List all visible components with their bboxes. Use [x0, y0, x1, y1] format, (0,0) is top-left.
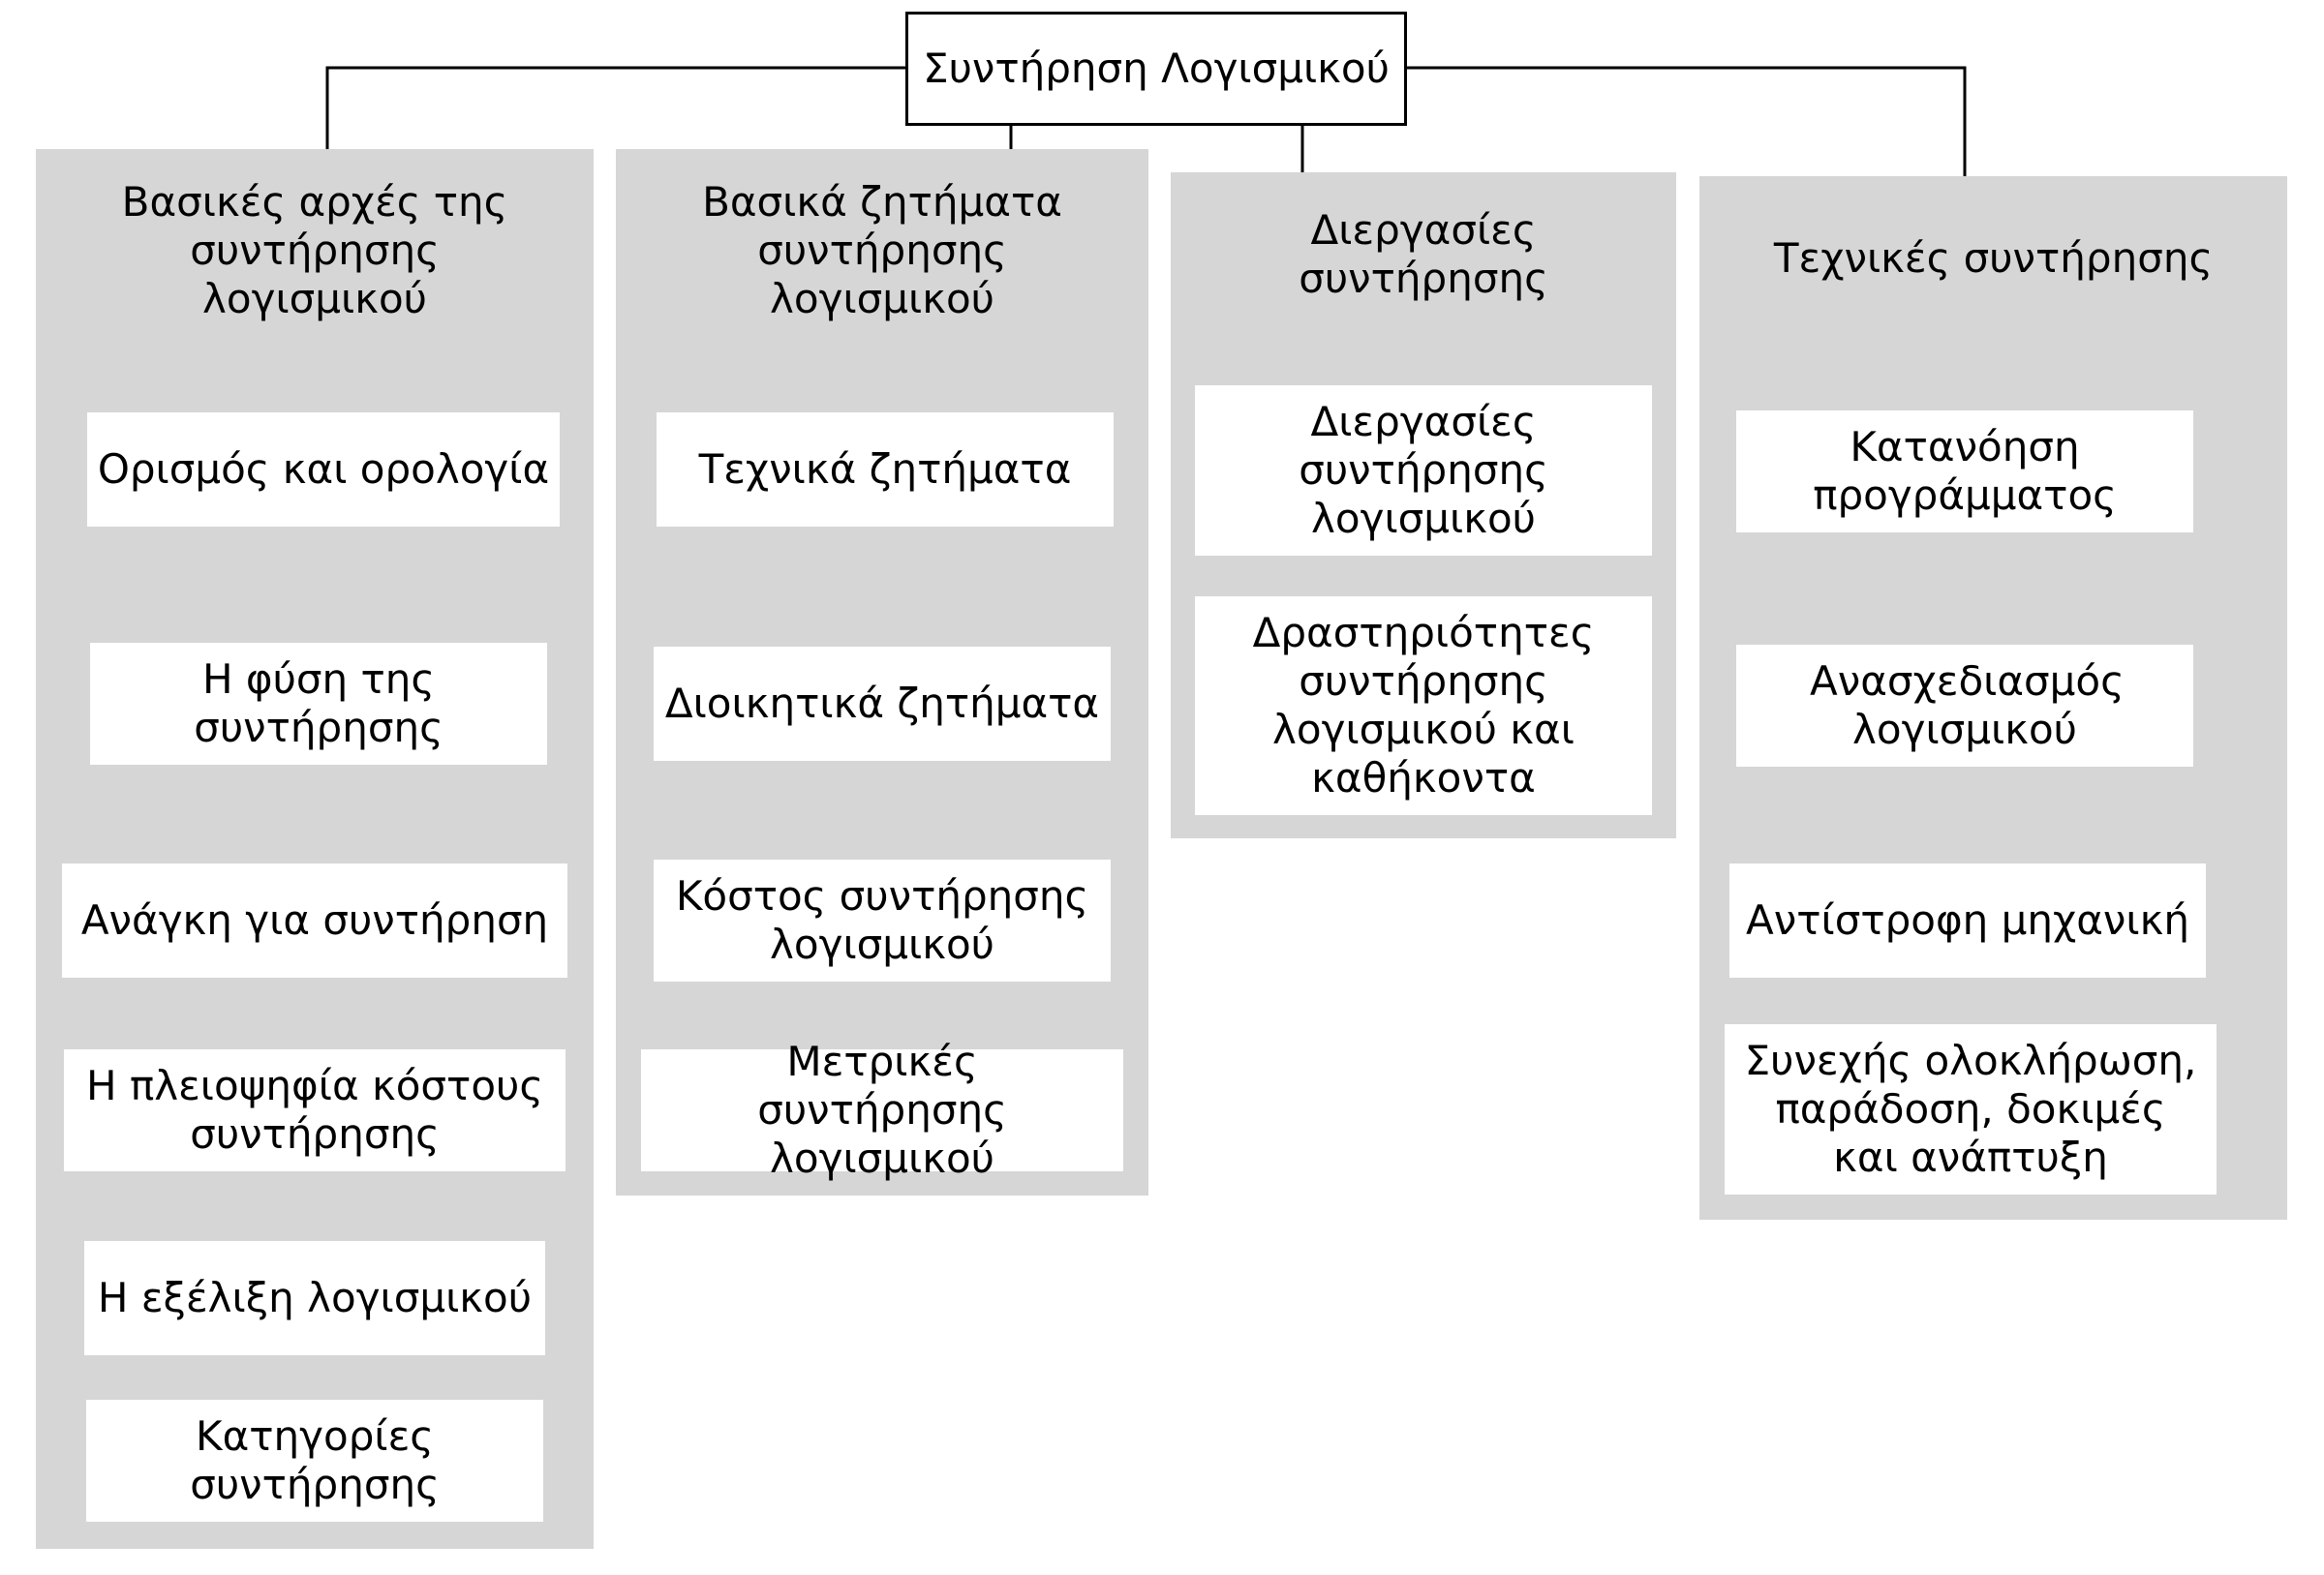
list-item: Κατηγορίες συντήρησης [86, 1400, 543, 1522]
list-item: Κόστος συντήρησης λογισμικού [654, 860, 1111, 982]
list-item: Ορισμός και ορολογία [87, 412, 560, 527]
list-item: Ανάγκη για συντήρηση [62, 863, 567, 978]
root-node: Συντήρηση Λογισμικού [905, 12, 1407, 126]
list-item: Κατανόηση προγράμματος [1736, 410, 2193, 532]
list-item: Συνεχής ολοκλήρωση, παράδοση, δοκιμές κα… [1725, 1024, 2217, 1195]
column-basic-issues: Βασικά ζητήματα συντήρησης λογισμικού Τε… [616, 149, 1148, 1196]
list-item: Δραστηριότητες συντήρησης λογισμικού και… [1195, 596, 1652, 815]
connector-root-col4 [1406, 66, 1967, 201]
column-title: Βασικά ζητήματα συντήρησης λογισμικού [702, 178, 1062, 322]
connector-root-col1 [325, 66, 906, 176]
column-maintenance-processes: Διεργασίες συντήρησης Διεργασίες συντήρη… [1171, 172, 1676, 838]
list-item: Διεργασίες συντήρησης λογισμικού [1195, 385, 1652, 556]
column-title: Διεργασίες συντήρησης [1299, 206, 1548, 302]
list-item: Η εξέλιξη λογισμικού [84, 1241, 545, 1355]
column-basic-principles: Βασικές αρχές της συντήρησης λογισμικού … [36, 149, 594, 1549]
list-item: Τεχνικά ζητήματα [657, 412, 1114, 527]
list-item: Διοικητικά ζητήματα [654, 647, 1111, 761]
list-item: Η πλειοψηφία κόστους συντήρησης [64, 1049, 566, 1171]
list-item: Αντίστροφη μηχανική [1729, 863, 2206, 978]
column-maintenance-techniques: Τεχνικές συντήρησης Κατανόηση προγράμματ… [1699, 176, 2287, 1220]
list-item: Μετρικές συντήρησης λογισμικού [641, 1038, 1123, 1182]
list-item: Η φύση της συντήρησης [90, 643, 547, 765]
list-item: Ανασχεδιασμός λογισμικού [1736, 645, 2193, 767]
column-title: Τεχνικές συντήρησης [1773, 234, 2214, 283]
root-node-label: Συντήρηση Λογισμικού [923, 44, 1390, 92]
column-title: Βασικές αρχές της συντήρησης λογισμικού [121, 178, 508, 322]
